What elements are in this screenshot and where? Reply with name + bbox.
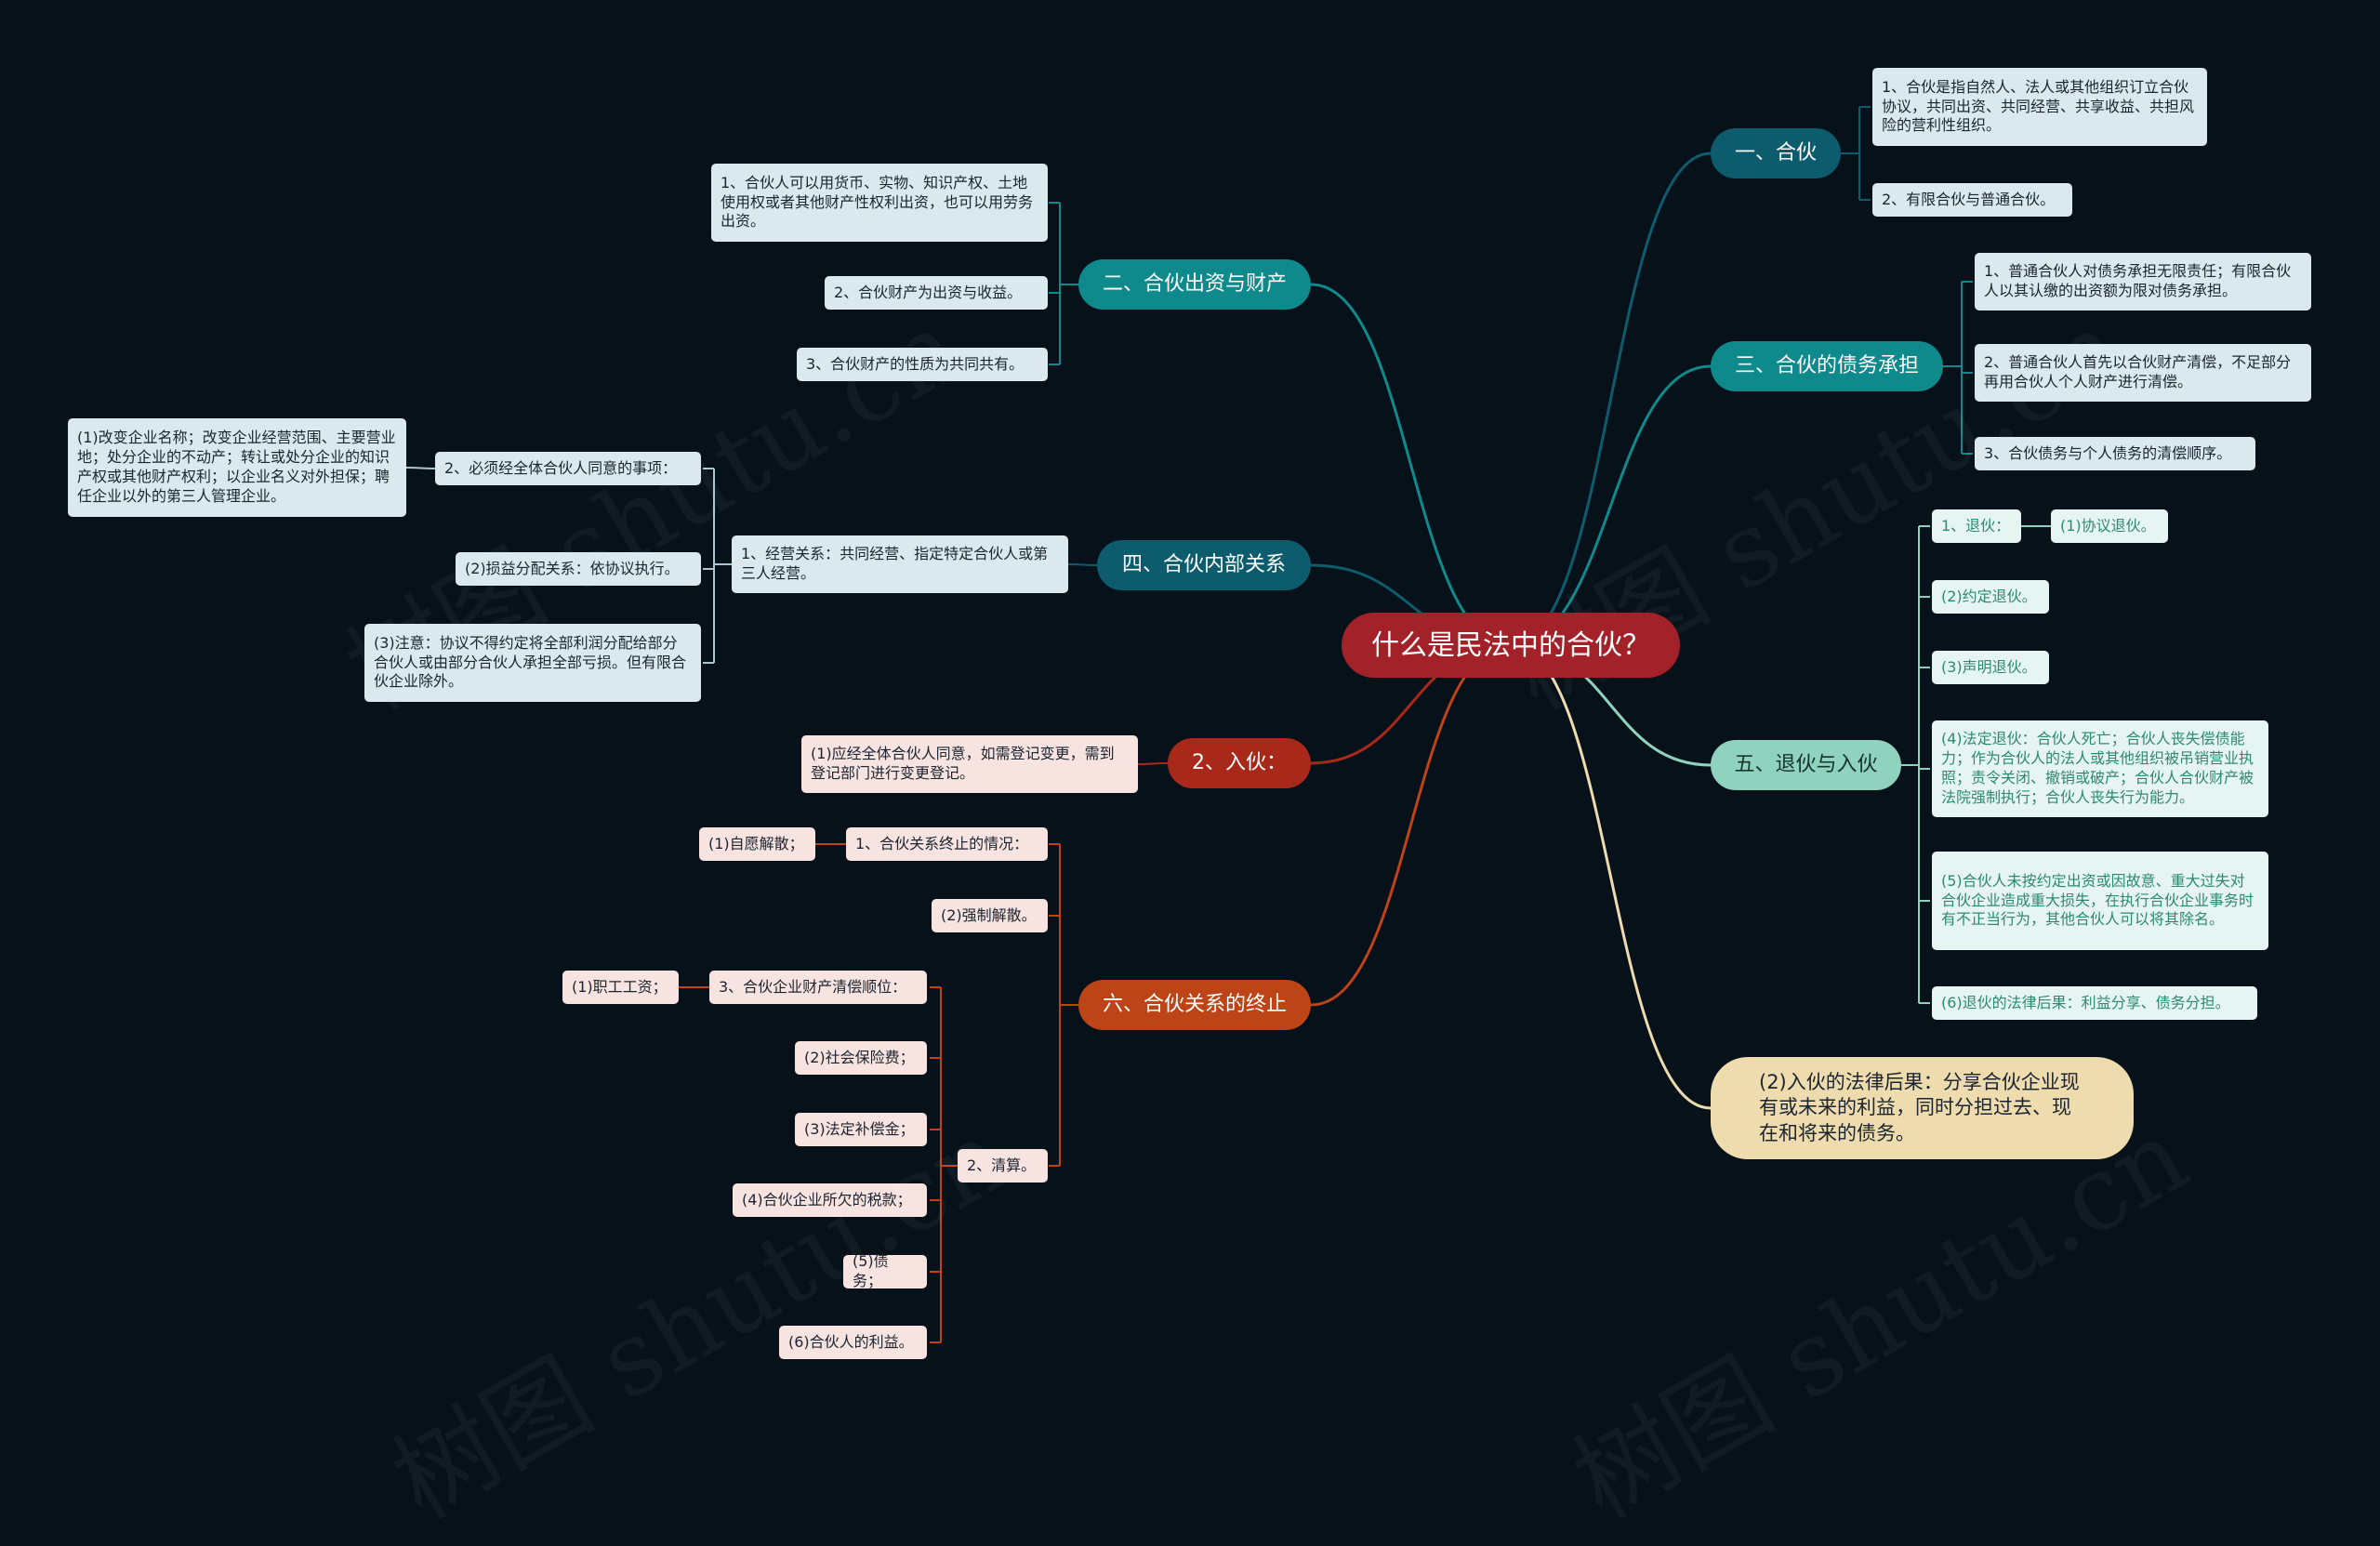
bracket-line: [1049, 202, 1061, 365]
connector-line: [1510, 643, 1712, 1110]
leaf-contribution-forms[interactable]: 1、合伙人可以用货币、实物、知识产权、土地使用权或者其他财产性权利出资，也可以用…: [711, 164, 1048, 242]
leaf-step-insurance[interactable]: (2)社会保险费；: [795, 1041, 927, 1075]
leaf-debt-1[interactable]: 1、普通合伙人对债务承担无限责任；有限合伙人以其认缴的出资额为限对债务承担。: [1975, 253, 2311, 311]
leaf-partnership-definition[interactable]: 1、合伙是指自然人、法人或其他组织订立合伙协议，共同出资、共同经营、共享收益、共…: [1872, 68, 2207, 146]
leaf-debt-3[interactable]: 3、合伙债务与个人债务的清偿顺序。: [1975, 437, 2255, 470]
topic-partnership[interactable]: 一、合伙: [1711, 128, 1841, 178]
connector-line: [1310, 283, 1512, 647]
leaf-forced-dissolution[interactable]: (2)强制解散。: [932, 899, 1048, 932]
topic-termination[interactable]: 六、合伙关系的终止: [1078, 980, 1311, 1030]
leaf-profit-loss[interactable]: (2)损益分配关系：依协议执行。: [456, 552, 701, 586]
leaf-voluntary-dissolution[interactable]: (1)自愿解散；: [699, 827, 815, 861]
connector-line: [405, 467, 436, 469]
leaf-join-detail[interactable]: (1)应经全体合伙人同意，如需登记变更，需到登记部门进行变更登记。: [801, 735, 1138, 793]
root-node[interactable]: 什么是民法中的合伙？: [1342, 613, 1680, 678]
leaf-step-wages[interactable]: (1)职工工资；: [562, 971, 679, 1004]
topic-withdraw-join[interactable]: 五、退伙与入伙: [1711, 740, 1901, 790]
leaf-withdrawal[interactable]: 1、退伙：: [1932, 509, 2021, 543]
leaf-unanimous-detail[interactable]: (1)改变企业名称；改变企业经营范围、主要营业地；处分企业的不动产；转让或处分企…: [68, 418, 406, 517]
connector-line: [1067, 563, 1098, 566]
leaf-limited-general[interactable]: 2、有限合伙与普通合伙。: [1872, 183, 2072, 217]
leaf-property-nature[interactable]: 3、合伙财产的性质为共同共有。: [797, 348, 1048, 381]
leaf-agreed-withdrawal[interactable]: (1)协议退伙。: [2051, 509, 2168, 543]
leaf-termination-cases[interactable]: 1、合伙关系终止的情况：: [846, 827, 1048, 861]
leaf-repayment-order[interactable]: 3、合伙企业财产清偿顺位：: [709, 971, 927, 1004]
bracket-line: [1049, 843, 1061, 1167]
leaf-expulsion[interactable]: (5)合伙人未按约定出资或因故意、重大过失对合伙企业造成重大损失，在执行合伙企业…: [1932, 852, 2268, 950]
bracket-line: [930, 986, 942, 1343]
bracket-line: [1918, 525, 1930, 1004]
leaf-step-debts[interactable]: (5)债务；: [843, 1252, 927, 1289]
topic-contribution-property[interactable]: 二、合伙出资与财产: [1078, 259, 1311, 310]
bracket-line: [1858, 106, 1871, 201]
leaf-operation-relation[interactable]: 1、经营关系：共同经营、指定特定合伙人或第三人经营。: [732, 535, 1068, 593]
leaf-declared-withdrawal[interactable]: (3)声明退伙。: [1932, 651, 2049, 684]
leaf-step-taxes[interactable]: (4)合伙企业所欠的税款；: [733, 1183, 927, 1217]
connector-line: [1310, 643, 1512, 1007]
leaf-stipulated-withdrawal[interactable]: (2)约定退伙。: [1932, 580, 2049, 614]
bracket-line: [703, 468, 715, 664]
leaf-step-compensation[interactable]: (3)法定补偿金；: [795, 1113, 927, 1146]
leaf-property-source[interactable]: 2、合伙财产为出资与收益。: [825, 276, 1048, 310]
bracket-line: [1961, 281, 1973, 455]
connector-line: [1137, 762, 1169, 765]
leaf-legal-withdrawal[interactable]: (4)法定退伙：合伙人死亡；合伙人丧失偿债能力；作为合伙人的法人或其他组织被吊销…: [1932, 720, 2268, 817]
topic-debt-liability[interactable]: 三、合伙的债务承担: [1711, 341, 1943, 391]
leaf-join-consequence[interactable]: (2)入伙的法律后果：分享合伙企业现有或未来的利益，同时分担过去、现在和将来的债…: [1711, 1057, 2134, 1159]
leaf-withdrawal-consequence[interactable]: (6)退伙的法律后果：利益分享、债务分担。: [1932, 986, 2257, 1020]
leaf-step-partner-interest[interactable]: (6)合伙人的利益。: [779, 1326, 927, 1359]
leaf-debt-2[interactable]: 2、普通合伙人首先以合伙财产清偿，不足部分再用合伙人个人财产进行清偿。: [1975, 344, 2311, 402]
topic-internal-relations[interactable]: 四、合伙内部关系: [1097, 540, 1311, 590]
connector-line: [1510, 152, 1712, 647]
connector-line: [1510, 364, 1712, 647]
topic-join[interactable]: 2、入伙：: [1168, 738, 1311, 788]
leaf-liquidation[interactable]: 2、清算。: [958, 1149, 1048, 1183]
leaf-agreement-note[interactable]: (3)注意：协议不得约定将全部利润分配给部分合伙人或由部分合伙人承担全部亏损。但…: [364, 624, 701, 702]
leaf-unanimous-matters[interactable]: 2、必须经全体合伙人同意的事项：: [435, 452, 701, 485]
